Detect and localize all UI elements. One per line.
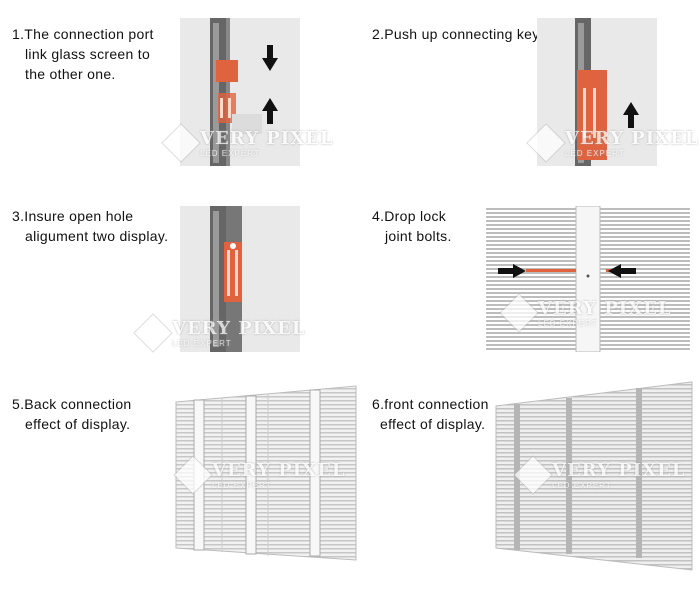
watermark-brand: VERY PIXEL: [172, 318, 306, 339]
back-display-illustration: [175, 385, 357, 561]
watermark-brand: VERY PIXEL: [565, 128, 699, 149]
step-5-photo: [150, 380, 360, 570]
arrow-left-icon: [608, 264, 636, 278]
connector-illustration: [210, 206, 242, 352]
arrow-up-icon: [262, 98, 278, 124]
watermark-logo-1: VERY PIXEL LED EXPERT: [162, 124, 334, 162]
step-6-text: 6.front connection effect of display.: [372, 394, 489, 434]
step-6-line-2: effect of display.: [380, 416, 486, 432]
step-4-photo: [486, 206, 690, 352]
step-4-text: 4.Drop lock joint bolts.: [372, 206, 452, 246]
step-3-text: 3.Insure open hole aligument two display…: [12, 206, 168, 246]
step-2-text: 2.Push up connecting key.: [372, 24, 543, 44]
watermark-brand: VERY PIXEL: [552, 460, 686, 481]
step-3-line-1: 3.Insure open hole: [12, 208, 134, 224]
step-5-line-2: effect of display.: [25, 416, 131, 432]
arrow-right-icon: [498, 264, 526, 278]
watermark-logo-6: VERY PIXEL LED EXPERT: [514, 456, 686, 494]
step-4-line-2: joint bolts.: [385, 228, 452, 244]
logo-diamond-icon: [134, 314, 172, 352]
step-5-text: 5.Back connection effect of display.: [12, 394, 132, 434]
step-2-line-1: 2.Push up connecting key.: [372, 26, 543, 42]
step-3-photo: [180, 206, 300, 352]
step-1-text: 1.The connection port link glass screen …: [12, 24, 154, 84]
connector-illustration: [210, 18, 262, 166]
connector-illustration: [575, 18, 607, 166]
step-1-line-3: the other one.: [25, 66, 116, 82]
watermark-sub: LED EXPERT: [538, 319, 598, 328]
logo-diamond-icon: [514, 456, 552, 494]
step-4-line-1: 4.Drop lock: [372, 208, 447, 224]
logo-diamond-icon: [500, 294, 538, 332]
watermark-brand: VERY PIXEL: [538, 298, 672, 319]
watermark-sub: LED EXPERT: [565, 149, 625, 158]
logo-diamond-icon: [174, 456, 212, 494]
arrow-up-icon: [623, 102, 639, 128]
step-1-line-1: 1.The connection port: [12, 26, 154, 42]
watermark-sub: LED EXPERT: [552, 481, 612, 490]
step-2-photo: [537, 18, 657, 166]
watermark-logo-5: VERY PIXEL LED EXPERT: [174, 456, 346, 494]
watermark-logo-3: VERY PIXEL LED EXPERT: [134, 314, 306, 352]
watermark-sub: LED EXPERT: [212, 481, 272, 490]
watermark-brand: VERY PIXEL: [212, 460, 346, 481]
step-1-photo: [180, 18, 300, 166]
watermark-logo-4: VERY PIXEL LED EXPERT: [500, 294, 672, 332]
logo-diamond-icon: [527, 124, 565, 162]
step-3-line-2: aligument two display.: [25, 228, 169, 244]
watermark-sub: LED EXPERT: [200, 149, 260, 158]
arrow-down-icon: [262, 45, 278, 71]
step-1-line-2: link glass screen to: [25, 46, 151, 62]
panel-joint-illustration: [526, 206, 612, 352]
watermark-logo-2: VERY PIXEL LED EXPERT: [527, 124, 699, 162]
logo-diamond-icon: [162, 124, 200, 162]
step-6-line-1: 6.front connection: [372, 396, 489, 412]
watermark-sub: LED EXPERT: [172, 339, 232, 348]
step-5-line-1: 5.Back connection: [12, 396, 132, 412]
watermark-brand: VERY PIXEL: [200, 128, 334, 149]
